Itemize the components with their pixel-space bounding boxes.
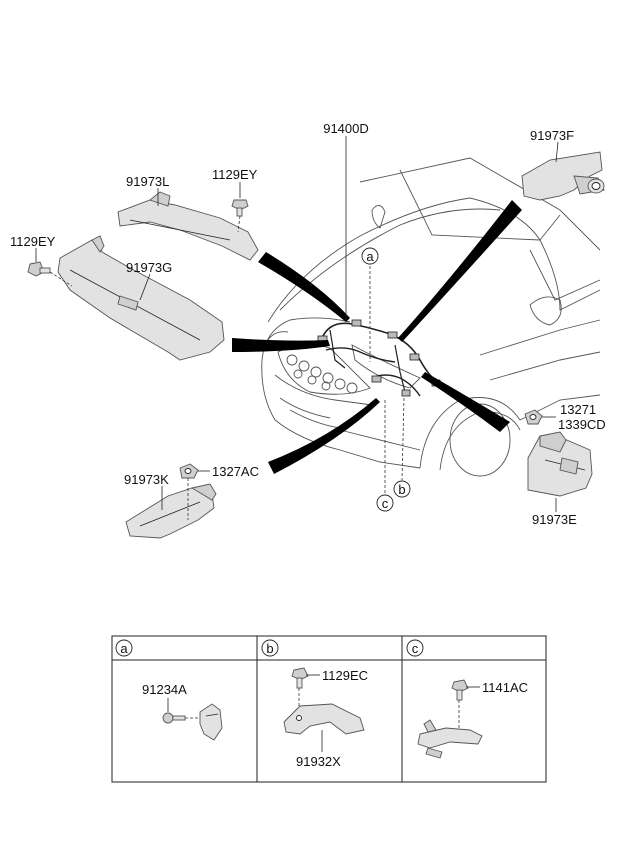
callout-a-text: a [366,249,374,264]
callout-b-text: b [398,482,405,497]
label-nut-right-2: 1339CD [558,417,606,432]
leader-lines [35,136,559,512]
nut-13271-1339CD-icon [524,409,543,425]
part-1129EC-label: 1129EC [322,668,368,683]
protector-91973G [57,235,225,361]
callout-b-circle: b [393,480,411,498]
part-1141AC-label: 1141AC [482,680,528,695]
protector-91973E [527,431,593,497]
panel-a-letter: a [120,641,128,656]
panel-c-letter: c [412,641,419,656]
label-main-harness: 91400D [323,121,369,136]
label-protector-bottom-left: 91973K [124,472,169,487]
detail-panel-b: b 1129EC 91932X [261,639,368,769]
callout-dash-lines [369,266,405,494]
label-protector-top-right: 91973F [530,128,574,143]
callout-c-text: c [382,496,389,511]
label-cover-upper-left: 91973L [126,174,169,189]
bolt-1129EY-top-icon [231,199,249,233]
clip-91234A-icon [162,703,223,741]
bolt-1129EY-left-icon [27,261,73,287]
callout-a-circle: a [361,247,379,265]
nut-1327AC-icon [179,463,199,520]
part-91932X-label: 91932X [296,754,341,769]
part-91234A-label: 91234A [142,682,187,697]
detail-panel-c: c 1141AC [406,639,528,759]
detail-table: a 91234A b 1129EC [111,635,547,783]
label-bolt-left: 1129EY [10,234,56,249]
protector-91973F [521,151,605,201]
label-protector-right: 91973E [532,512,577,527]
bracket-harness-c-icon [417,719,483,759]
panel-b-letter: b [266,641,273,656]
pointer-wedges [232,200,522,474]
callout-c-circle: c [376,494,394,512]
label-bolt-top: 1129EY [212,167,258,182]
vehicle-outline [261,157,601,477]
cover-91973L [117,191,259,261]
bolt-1129EC-icon [291,667,309,712]
detail-panel-a: a 91234A [115,639,223,741]
grille-mesh [286,354,358,394]
bolt-1141AC-icon [451,679,469,730]
label-nut-right-1: 13271 [560,402,596,417]
label-nut-bottom-left: 1327AC [212,464,259,479]
protector-91973K [125,483,217,539]
wiring-harness-91400D [317,319,441,397]
label-protector-left: 91973G [126,260,172,275]
bracket-91932X-icon [283,703,365,735]
